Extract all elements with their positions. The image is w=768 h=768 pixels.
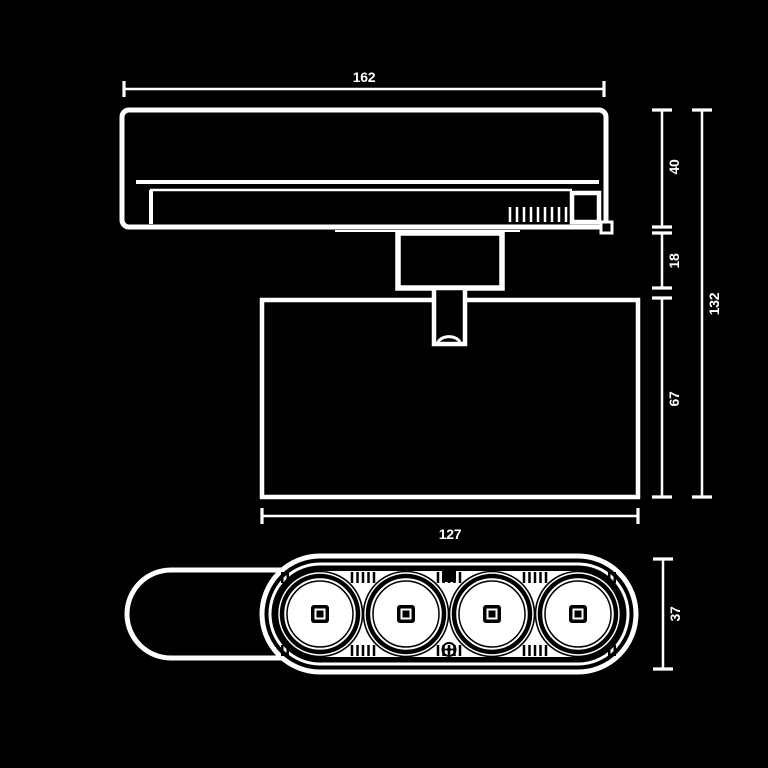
lens-4 [534,570,622,658]
led-chip [569,605,587,623]
dim-track-width: 162 [122,69,606,97]
lens-main-ring [365,573,447,655]
vent-stripe [286,572,289,583]
lens-inner-ring [544,580,612,648]
dim-label-body-height: 67 [666,391,682,406]
adapter-stem [431,285,468,347]
stem-joint-arc [436,335,462,343]
lens-main-ring [537,573,619,655]
vent-stripe [436,645,440,656]
lens-3 [448,570,536,658]
track-outline [119,107,609,230]
vent-stripe [608,572,611,583]
vent-stripe [608,645,611,656]
vent-stripe [356,645,359,656]
lens-outer-ring [276,570,364,658]
vent-stripe [281,572,284,583]
vent-stripe [350,572,354,583]
track-end-cap [569,190,602,225]
dim-overall-height: 132 [692,108,722,499]
screw [441,642,457,657]
dim-adapter-height: 18 [652,231,682,290]
lens-inner-ring [372,580,440,648]
led-chip-inner [400,608,412,620]
lens-outer-ring [448,570,536,658]
side-view: 162 [119,69,722,542]
vent-stripe [372,645,376,656]
led-chip [397,605,415,623]
led-chip-inner [314,608,326,620]
front-view: 37 [124,553,683,675]
lens-inner-ring [286,580,354,648]
dim-label-track-width: 162 [353,69,376,85]
vent-stripe [522,645,526,656]
vent-stripe [436,572,440,583]
lens-outer-ring [362,570,450,658]
dim-label-adapter-height: 18 [666,253,682,268]
vent-stripe [367,572,370,583]
lens-2 [362,570,450,658]
dim-track-height: 40 [652,108,682,229]
vent-stripe [522,572,526,583]
vent-stripe [372,572,376,583]
vent-stripe [361,645,365,656]
adapter-box [395,230,505,291]
screw-ring [441,642,457,657]
vent-stripe [544,645,548,656]
dim-label-body-width: 127 [439,526,462,542]
vent-stripe [350,645,354,656]
vent-stripe [367,645,370,656]
dim-label-front-height: 37 [667,606,683,621]
vent-stripe [613,572,616,583]
lens-outer-ring [534,570,622,658]
vent-stripe [361,572,365,583]
vent-stripe [458,645,462,656]
vent-stripe [356,572,359,583]
vent-stripe [544,572,548,583]
dim-label-overall-height: 132 [706,292,722,315]
lamp-body-outline [259,297,641,500]
lens-main-ring [451,573,533,655]
vent-stripe [613,645,616,656]
sensor-square [442,568,456,582]
vent-stripe [528,645,531,656]
dim-body-height: 67 [652,296,682,499]
dim-label-track-height: 40 [666,159,682,174]
dim-front-height: 37 [653,557,683,671]
vent-stripe [528,572,531,583]
lens-1 [276,570,364,658]
lens-main-ring [279,573,361,655]
vent-stripe [533,645,537,656]
led-chip [483,605,501,623]
vent-stripe [539,645,542,656]
vent-stripe [281,645,284,656]
vent-stripe [286,645,289,656]
led-chip-inner [486,608,498,620]
vent-stripe [458,572,462,583]
vent-stripe [533,572,537,583]
dim-body-width: 127 [260,508,640,542]
vent-stripe [539,572,542,583]
led-chip [311,605,329,623]
lens-inner-ring [458,580,526,648]
led-chip-inner [572,608,584,620]
track-vent-stripes [508,207,568,222]
track-rail [119,107,614,235]
track-end-step [599,220,614,235]
track-adapter [395,230,505,347]
